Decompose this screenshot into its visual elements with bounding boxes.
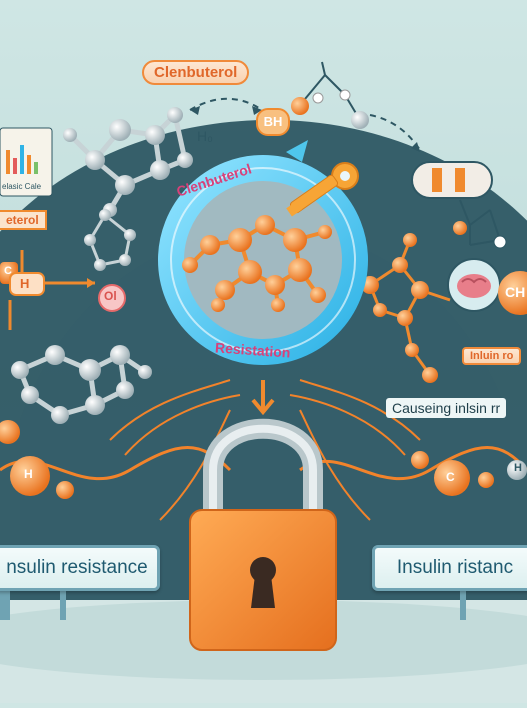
- dashed-arrow-left: [189, 97, 263, 111]
- left-c-label: C: [4, 265, 12, 277]
- causing-label: Causeing inlsin rr: [386, 398, 507, 418]
- chart-caption: elasic Cale: [2, 182, 42, 191]
- chart-card: [0, 127, 53, 197]
- right-h-label: H: [514, 462, 522, 474]
- left-h2-label: H: [24, 467, 33, 481]
- pill-capsule: [411, 161, 493, 199]
- top-clenbuterol-label: Clenbuterol: [142, 60, 250, 85]
- key-icon: [286, 162, 359, 217]
- padlock-icon: [189, 418, 337, 651]
- bh-atom-label: BH: [256, 108, 290, 136]
- ol-label: Ol: [104, 289, 117, 303]
- h-label: H₀: [197, 128, 213, 144]
- sign-insulin-resistance-left: nsulin resistance: [0, 545, 160, 591]
- brain-bubble: [447, 258, 501, 312]
- right-c-label: C: [446, 470, 455, 484]
- right-ch-label: CH: [505, 284, 526, 300]
- left-strip-label: eterol: [0, 210, 47, 230]
- down-arrow: [251, 380, 275, 416]
- clenbuterol-ring: [158, 140, 368, 365]
- right-orange-label: Inluin ro: [462, 347, 522, 365]
- left-h-label: H: [20, 276, 30, 291]
- sign-insulin-resistance-right: Insulin ristanc: [372, 545, 527, 591]
- top-molecule: [299, 61, 361, 121]
- wavy-lines: [0, 379, 527, 521]
